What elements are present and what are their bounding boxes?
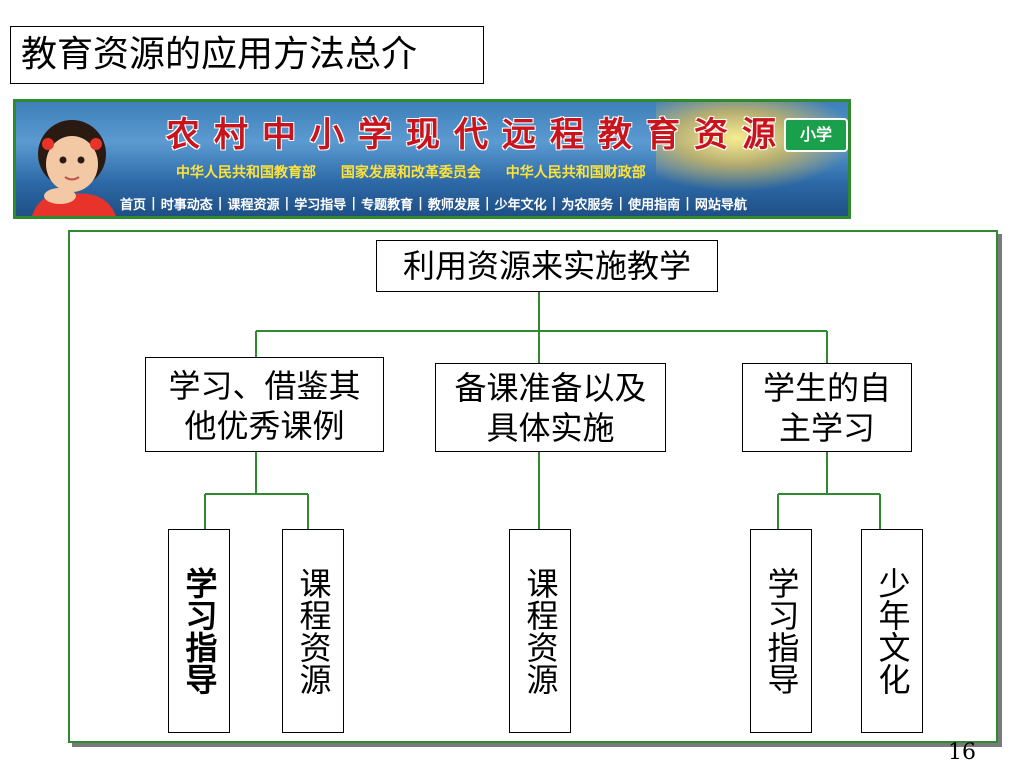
site-banner: 农村中小学现代远程教育资源 中华人民共和国教育部 国家发展和改革委员会 中华人民… [13, 99, 851, 219]
nav-item-youth-culture[interactable]: 少年文化 [494, 197, 547, 213]
nav-item-user-guide[interactable]: 使用指南 [628, 197, 681, 213]
nav-item-teacher-development[interactable]: 教师发展 [427, 197, 480, 213]
slide-title: 教育资源的应用方法总介 [10, 26, 484, 84]
nav-item-rural-service[interactable]: 为农服务 [561, 197, 614, 213]
leaf-node-course-resources: 课程资源 [282, 529, 344, 733]
branch-node-self-study: 学生的自主学习 [742, 363, 912, 452]
leaf-node-course-resources-2: 课程资源 [509, 529, 571, 733]
leaf-node-youth-culture: 少年文化 [861, 529, 923, 733]
nav-item-course-resources[interactable]: 课程资源 [227, 197, 280, 213]
branch-node-lesson-prep: 备课准备以及具体实施 [435, 363, 666, 452]
leaf-node-study-guide: 学习指导 [168, 529, 230, 733]
child-photo [32, 120, 116, 216]
nav-item-study-guide[interactable]: 学习指导 [294, 197, 347, 213]
primary-school-badge[interactable]: 小学 [784, 118, 848, 152]
leaf-node-study-guide-2: 学习指导 [750, 529, 812, 733]
branch-node-study-examples: 学习、借鉴其他优秀课例 [145, 357, 384, 452]
banner-nav: 首页| 时事动态| 课程资源| 学习指导| 专题教育| 教师发展| 少年文化| … [120, 195, 747, 213]
page-number: 16 [948, 740, 976, 765]
banner-title: 农村中小学现代远程教育资源 [166, 115, 790, 155]
nav-item-news[interactable]: 时事动态 [160, 197, 213, 213]
nav-item-home[interactable]: 首页 [120, 197, 147, 213]
banner-subtitle: 中华人民共和国教育部 国家发展和改革委员会 中华人民共和国财政部 [176, 165, 646, 181]
nav-item-topic-education[interactable]: 专题教育 [361, 197, 414, 213]
diagram-frame [68, 230, 998, 743]
nav-item-site-map[interactable]: 网站导航 [694, 197, 747, 213]
root-node: 利用资源来实施教学 [376, 240, 718, 292]
